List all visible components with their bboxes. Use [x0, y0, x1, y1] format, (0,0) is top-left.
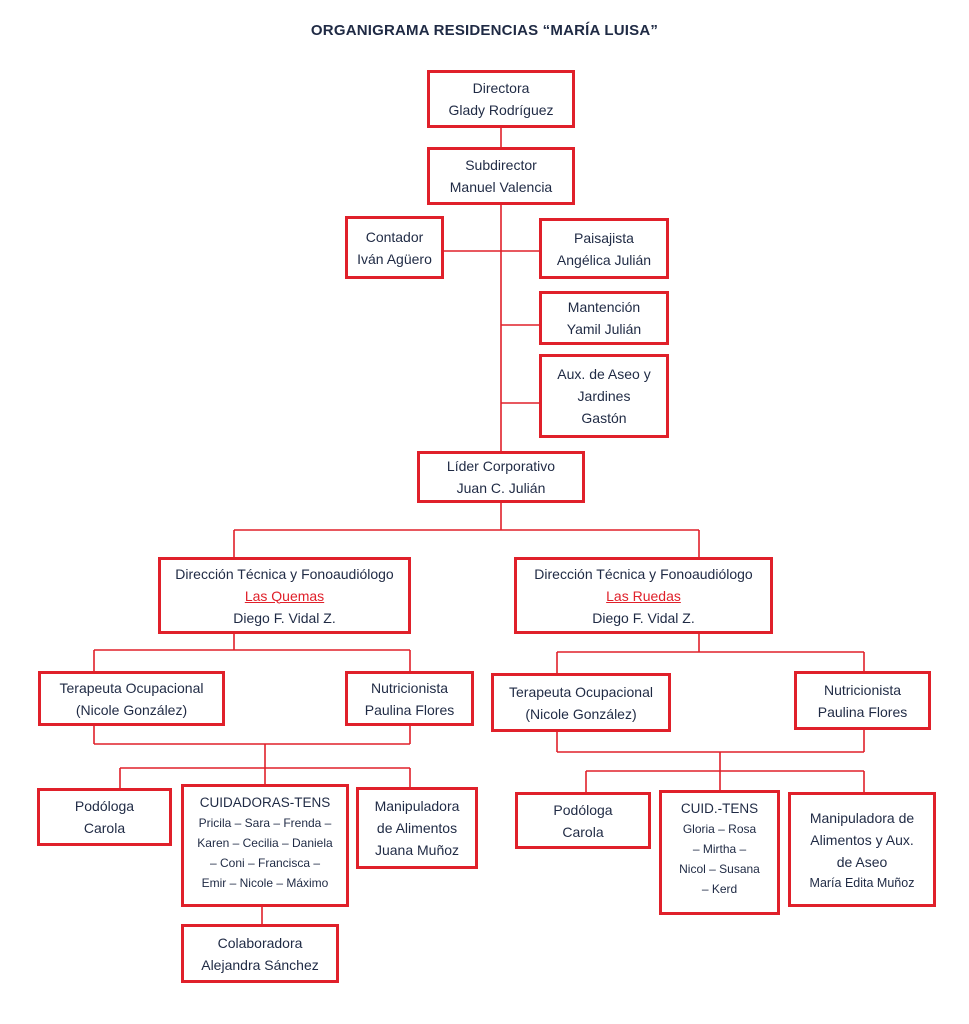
node-role: Paisajista	[574, 229, 634, 246]
node-line: Emir – Nicole – Máximo	[201, 876, 329, 890]
node-name: Angélica Julián	[556, 251, 652, 268]
node-manipuladora-left: Manipuladora de Alimentos Juana Muñoz	[356, 787, 478, 869]
node-podologa-left: Podóloga Carola	[37, 788, 172, 846]
node-cuid-tens-right: CUID.-TENS Gloria – Rosa – Mirtha – Nico…	[659, 790, 780, 915]
node-direccion-tecnica-las-quemas: Dirección Técnica y Fonoaudiólogo Las Qu…	[158, 557, 411, 634]
node-role: Líder Corporativo	[446, 458, 556, 474]
node-name: Juan C. Julián	[456, 480, 546, 496]
node-site: Las Quemas	[244, 587, 325, 604]
node-role: Mantención	[567, 299, 641, 315]
node-terapeuta-ocupacional-left: Terapeuta Ocupacional (Nicole González)	[38, 671, 225, 726]
node-cuidadoras-tens-left: CUIDADORAS-TENS Pricila – Sara – Frenda …	[181, 784, 349, 907]
node-name: Juana Muñoz	[374, 842, 460, 858]
node-head: CUID.-TENS	[680, 801, 759, 816]
node-role-line: Alimentos y Aux.	[810, 831, 914, 848]
node-role: Subdirector	[465, 157, 537, 173]
node-site: Las Ruedas	[606, 587, 681, 604]
node-name: Carola	[562, 823, 604, 840]
node-aux-aseo: Aux. de Aseo y Jardines Gastón	[539, 354, 669, 438]
node-line: – Coni – Francisca –	[209, 856, 321, 870]
node-name: Yamil Julián	[566, 321, 642, 337]
node-role: Directora	[472, 80, 530, 96]
node-direccion-tecnica-las-ruedas: Dirección Técnica y Fonoaudiólogo Las Ru…	[514, 557, 773, 634]
node-role: Contador	[365, 228, 424, 245]
node-mantencion: Mantención Yamil Julián	[539, 291, 669, 345]
node-name: (Nicole González)	[525, 705, 637, 722]
node-name: Gastón	[581, 410, 627, 426]
node-role-line: de Aseo	[836, 853, 888, 870]
node-role: Nutricionista	[370, 679, 449, 696]
node-role-line: Aux. de Aseo y	[557, 366, 651, 382]
node-name: Diego F. Vidal Z.	[592, 609, 695, 626]
node-role-line: Manipuladora de	[809, 809, 915, 826]
node-role-line: Jardines	[577, 388, 631, 404]
node-paisajista: Paisajista Angélica Julián	[539, 218, 669, 279]
node-role-line: Manipuladora	[374, 798, 460, 814]
node-contador: Contador Iván Agüero	[345, 216, 444, 279]
node-lider-corporativo: Líder Corporativo Juan C. Julián	[417, 451, 585, 503]
node-podologa-right: Podóloga Carola	[515, 792, 651, 849]
node-colaboradora: Colaboradora Alejandra Sánchez	[181, 924, 339, 983]
node-name: María Edita Muñoz	[809, 875, 915, 890]
node-manipuladora-right: Manipuladora de Alimentos y Aux. de Aseo…	[788, 792, 936, 907]
node-role: Dirección Técnica y Fonoaudiólogo	[534, 565, 753, 582]
node-line: Gloria – Rosa	[682, 822, 757, 836]
node-name: Paulina Flores	[364, 701, 455, 718]
node-role: Colaboradora	[217, 934, 303, 951]
node-name: Diego F. Vidal Z.	[233, 609, 336, 626]
node-name: Paulina Flores	[817, 703, 908, 720]
node-name: Carola	[83, 820, 126, 836]
node-role: Podóloga	[74, 798, 135, 814]
node-subdirector: Subdirector Manuel Valencia	[427, 147, 575, 205]
node-line: – Kerd	[701, 882, 738, 896]
node-line: Karen – Cecilia – Daniela	[197, 836, 333, 850]
node-head: CUIDADORAS-TENS	[199, 795, 331, 810]
node-terapeuta-ocupacional-right: Terapeuta Ocupacional (Nicole González)	[491, 673, 671, 732]
node-name: Alejandra Sánchez	[201, 956, 319, 973]
node-name: Glady Rodríguez	[448, 102, 554, 118]
node-line: Pricila – Sara – Frenda –	[198, 816, 332, 830]
node-name: Manuel Valencia	[449, 179, 553, 195]
node-role: Dirección Técnica y Fonoaudiólogo	[175, 565, 394, 582]
node-directora: Directora Glady Rodríguez	[427, 70, 575, 128]
node-role: Nutricionista	[823, 681, 902, 698]
node-role: Terapeuta Ocupacional	[509, 683, 653, 700]
node-name: Iván Agüero	[357, 250, 432, 267]
node-role: Terapeuta Ocupacional	[59, 679, 204, 696]
node-line: – Mirtha –	[692, 842, 747, 856]
node-nutricionista-right: Nutricionista Paulina Flores	[794, 671, 931, 730]
node-role: Podóloga	[553, 801, 613, 818]
node-role-line: de Alimentos	[376, 820, 458, 836]
node-line: Nicol – Susana	[679, 862, 760, 876]
chart-title: ORGANIGRAMA RESIDENCIAS “MARÍA LUISA”	[310, 22, 659, 39]
node-name: (Nicole González)	[75, 701, 188, 718]
node-nutricionista-left: Nutricionista Paulina Flores	[345, 671, 474, 726]
